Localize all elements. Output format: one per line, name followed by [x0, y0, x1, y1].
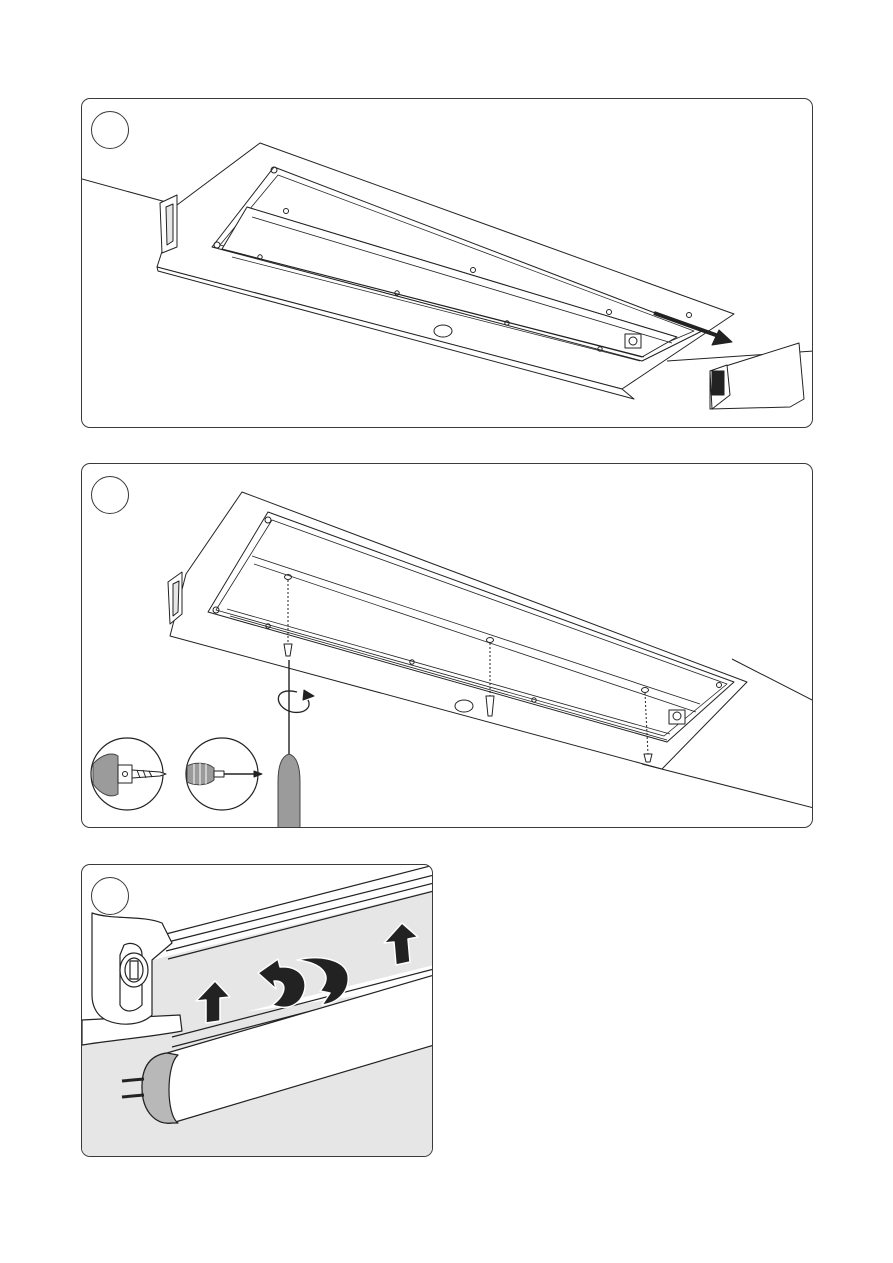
step-1-panel — [81, 98, 813, 428]
step-2-illustration — [82, 464, 813, 828]
step-3-badge — [91, 877, 129, 915]
step-3-illustration — [82, 865, 433, 1157]
step-2-panel — [81, 463, 813, 828]
arrow-right-icon — [712, 330, 732, 345]
step-3-panel — [81, 864, 433, 1157]
step-1-badge — [91, 111, 129, 149]
step-2-badge — [91, 476, 129, 514]
step-1-illustration — [82, 99, 813, 428]
